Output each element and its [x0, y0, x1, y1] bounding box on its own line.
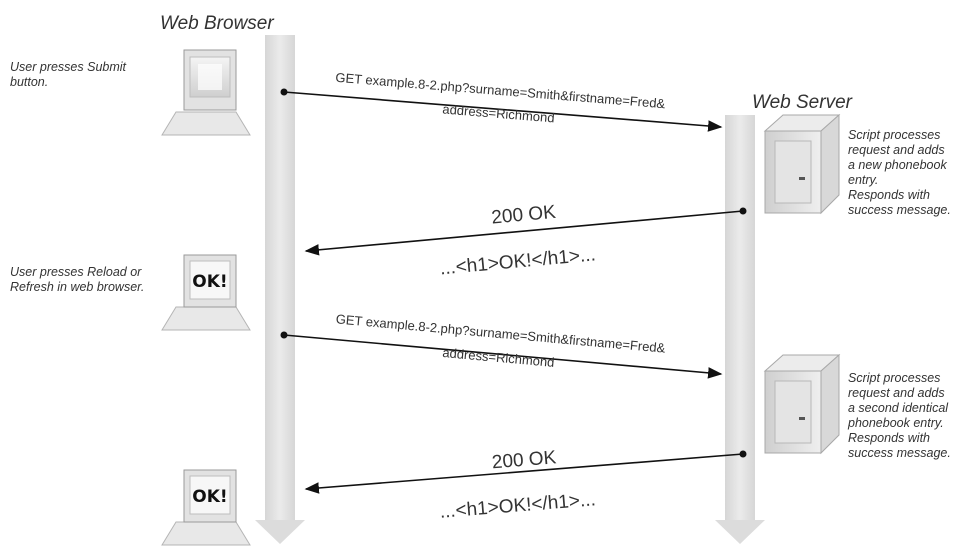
note-line: Responds with: [848, 188, 930, 202]
note-server-1: Script processes request and adds a new …: [848, 128, 951, 218]
note-line: entry.: [848, 173, 879, 187]
note-line: User presses Reload or: [10, 265, 142, 279]
monitor-ok-text: OK!: [192, 272, 227, 292]
request-arrow: GET example.8-2.php?surname=Smith&firstn…: [280, 70, 723, 132]
note-line: success message.: [848, 446, 951, 460]
note-line: Script processes: [848, 371, 941, 385]
browser-title: Web Browser: [160, 13, 274, 34]
computer-ok-icon: OK!: [161, 469, 251, 546]
note-line: phonebook entry.: [848, 416, 944, 430]
server-title: Web Server: [752, 92, 852, 113]
server-icon: [763, 353, 841, 455]
note-line: success message.: [848, 203, 951, 217]
server-icon: [763, 113, 841, 215]
request-arrow: GET example.8-2.php?surname=Smith&firstn…: [280, 311, 723, 379]
response-status: 200 OK: [491, 202, 557, 229]
request-line1: GET example.8-2.php?surname=Smith&firstn…: [335, 311, 666, 355]
note-submit: User presses Submit button.: [10, 60, 126, 90]
computer-icon: [161, 49, 251, 136]
response-status: 200 OK: [491, 447, 557, 473]
request-line2: address=Richmond: [442, 101, 555, 125]
note-line: request and adds: [848, 143, 945, 157]
note-line: Script processes: [848, 128, 941, 142]
note-line: a second identical: [848, 401, 949, 415]
monitor-ok-text: OK!: [192, 487, 227, 507]
response-arrow: 200 OK ...<h1>OK!</h1>...: [304, 447, 747, 523]
note-line: Refresh in web browser.: [10, 280, 145, 294]
note-line: a new phonebook: [848, 158, 947, 172]
request-line1: GET example.8-2.php?surname=Smith&firstn…: [335, 70, 666, 111]
note-line: request and adds: [848, 386, 945, 400]
response-arrow: 200 OK ...<h1>OK!</h1>...: [304, 202, 747, 279]
note-line: button.: [10, 75, 49, 89]
server-timeline: [715, 115, 765, 544]
note-server-2: Script processes request and adds a seco…: [848, 371, 951, 461]
note-line: User presses Submit: [10, 60, 127, 74]
request-line2: address=Richmond: [442, 345, 555, 370]
response-body: ...<h1>OK!</h1>...: [439, 244, 597, 279]
note-line: Responds with: [848, 431, 930, 445]
note-reload: User presses Reload or Refresh in web br…: [10, 265, 144, 295]
browser-timeline: [255, 35, 305, 544]
response-body: ...<h1>OK!</h1>...: [439, 489, 597, 522]
computer-ok-icon: OK!: [161, 254, 251, 331]
